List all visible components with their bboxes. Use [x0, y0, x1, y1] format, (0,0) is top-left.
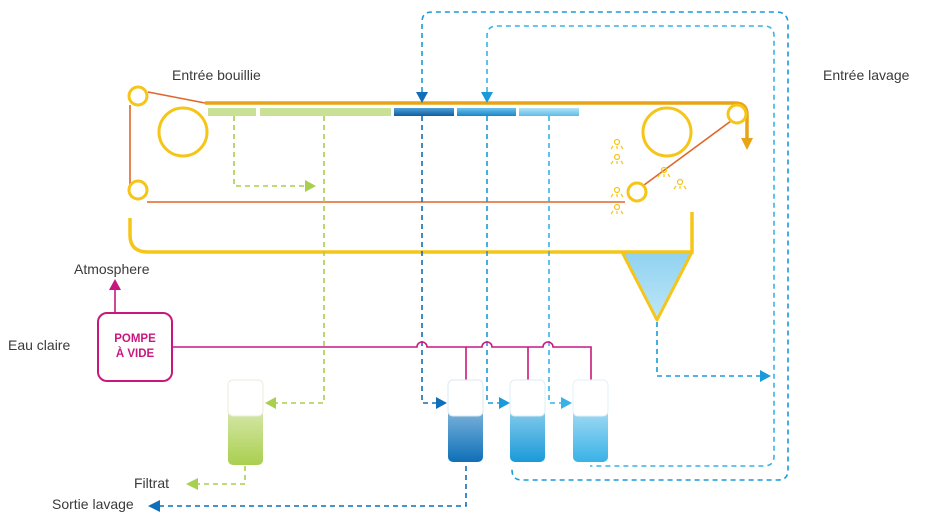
pump-label-line2: À VIDE	[115, 348, 155, 360]
label-sortie-lavage: Sortie lavage	[52, 496, 134, 512]
vacuum-box-2	[260, 108, 391, 116]
belt-frame	[128, 212, 694, 254]
pump-label-line1: POMPE	[114, 333, 156, 345]
receiver-tanks	[227, 379, 609, 465]
label-entree-bouillie: Entrée bouillie	[172, 67, 261, 83]
filtrate-tank	[227, 379, 264, 465]
wash-lines	[158, 11, 789, 507]
tray-outline	[128, 212, 694, 254]
nozzle-icon	[657, 166, 671, 178]
filtrate-arrows	[186, 180, 316, 490]
label-eau-claire: Eau claire	[8, 337, 71, 353]
drum-left	[157, 106, 209, 158]
label-atmosphere: Atmosphere	[74, 261, 150, 277]
wash-tank-2	[509, 379, 546, 462]
wash-hopper	[620, 250, 694, 322]
wash-arrows	[148, 92, 771, 512]
nozzle-icon	[610, 186, 624, 198]
belt-direction-arrow	[741, 138, 753, 150]
vacuum-box-4	[457, 108, 516, 116]
nozzle-icon	[610, 153, 624, 165]
label-entree-lavage: Entrée lavage	[823, 67, 910, 83]
vacuum-pump[interactable]: POMPE À VIDE	[97, 312, 173, 382]
filter-belt	[129, 91, 736, 203]
roller-bottom-left	[127, 179, 149, 201]
roller-top-left	[127, 85, 149, 107]
filtrate-lines	[196, 116, 325, 485]
nozzle-icon	[610, 203, 624, 215]
wash-tank-1	[447, 379, 484, 462]
label-filtrat: Filtrat	[134, 475, 169, 491]
vacuum-box-5	[519, 108, 579, 116]
nozzle-icon	[673, 178, 687, 190]
vacuum-line	[114, 288, 592, 380]
wash-tank-3	[572, 379, 609, 462]
drum-right	[641, 106, 693, 158]
spray-nozzles	[610, 138, 687, 215]
vacuum-boxes	[208, 108, 579, 116]
roller-bottom-right	[626, 181, 648, 203]
roller-top-right	[726, 103, 748, 125]
nozzle-icon	[610, 138, 624, 150]
atmosphere-arrow	[109, 279, 121, 290]
vacuum-box-3	[394, 108, 454, 116]
rollers	[127, 85, 748, 203]
vacuum-box-1	[208, 108, 256, 116]
